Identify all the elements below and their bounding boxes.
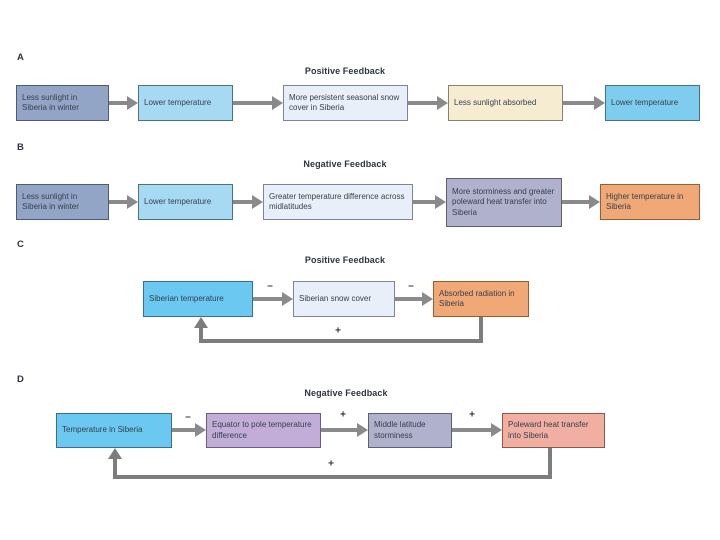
node-box: More persistent seasonal snow cover in S… bbox=[283, 85, 408, 121]
panel-title: Positive Feedback bbox=[304, 66, 386, 76]
loop-sign-label: + bbox=[328, 458, 334, 470]
node-box: Greater temperature difference across mi… bbox=[263, 184, 413, 220]
arrow-shaft bbox=[233, 200, 254, 204]
arrow-shaft bbox=[233, 101, 274, 105]
arrow-shaft bbox=[253, 297, 284, 301]
node-box: Lower temperature bbox=[138, 85, 233, 121]
node-box-label: Less sunlight in Siberia in winter bbox=[22, 92, 79, 112]
arrow-shaft bbox=[563, 101, 596, 105]
sign-label: – bbox=[185, 411, 191, 423]
node-box-label: Lower temperature bbox=[144, 196, 212, 206]
node-box-label: Siberian snow cover bbox=[299, 293, 372, 303]
loop-sign-label: + bbox=[335, 325, 341, 337]
node-box-label: Equator to pole temperature difference bbox=[212, 420, 312, 440]
loop-line-bottom bbox=[199, 339, 483, 343]
arrow-shaft bbox=[172, 428, 197, 432]
loop-arrow-head-icon bbox=[108, 448, 122, 459]
arrow-shaft bbox=[321, 428, 359, 432]
arrow-head-icon bbox=[422, 292, 433, 306]
sign-label: + bbox=[340, 409, 346, 421]
loop-line-bottom bbox=[113, 475, 552, 479]
loop-line-down bbox=[548, 448, 552, 479]
node-box-label: Less sunlight absorbed bbox=[454, 97, 537, 107]
arrow-head-icon bbox=[195, 423, 206, 437]
node-box: More storminess and greater poleward hea… bbox=[446, 178, 562, 227]
sign-label: – bbox=[408, 280, 414, 292]
panel-title: Negative Feedback bbox=[303, 159, 387, 169]
arrow-head-icon bbox=[589, 195, 600, 209]
node-box-label: Less sunlight in Siberia in winter bbox=[22, 191, 79, 211]
loop-arrow-head-icon bbox=[194, 317, 208, 328]
node-box-label: Poleward heat transfer into Siberia bbox=[508, 420, 589, 440]
arrow-shaft bbox=[109, 200, 129, 204]
node-box: Equator to pole temperature difference bbox=[206, 413, 321, 448]
node-box-label: Middle latitude storminess bbox=[374, 420, 426, 440]
sign-label: + bbox=[469, 409, 475, 421]
node-box-label: Siberian temperature bbox=[149, 293, 224, 303]
arrow-shaft bbox=[452, 428, 493, 432]
node-box: Less sunlight in Siberia in winter bbox=[16, 85, 109, 121]
node-box-label: Lower temperature bbox=[144, 97, 212, 107]
arrow-shaft bbox=[408, 101, 439, 105]
arrow-head-icon bbox=[127, 195, 138, 209]
node-box: Middle latitude storminess bbox=[368, 413, 452, 448]
node-box-label: Higher temperature in Siberia bbox=[606, 191, 684, 211]
panel-letter: B bbox=[17, 142, 24, 153]
arrow-head-icon bbox=[435, 195, 446, 209]
node-box-label: Temperature in Siberia bbox=[62, 425, 143, 435]
node-box: Poleward heat transfer into Siberia bbox=[502, 413, 605, 448]
panel-title: Positive Feedback bbox=[304, 255, 386, 265]
arrow-shaft bbox=[413, 200, 437, 204]
loop-line-up bbox=[199, 327, 203, 341]
node-box: Siberian temperature bbox=[143, 281, 253, 317]
node-box: Siberian snow cover bbox=[293, 281, 395, 317]
panel-letter: A bbox=[17, 52, 24, 63]
node-box-label: More persistent seasonal snow cover in S… bbox=[289, 92, 400, 112]
node-box-label: Greater temperature difference across mi… bbox=[269, 191, 405, 211]
arrow-head-icon bbox=[272, 96, 283, 110]
panel-letter: D bbox=[17, 374, 24, 385]
node-box: Lower temperature bbox=[138, 184, 233, 220]
arrow-head-icon bbox=[252, 195, 263, 209]
loop-line-up bbox=[113, 458, 117, 477]
node-box: Higher temperature in Siberia bbox=[600, 184, 700, 220]
node-box: Less sunlight in Siberia in winter bbox=[16, 184, 109, 220]
panel-letter: C bbox=[17, 239, 24, 250]
node-box-label: Absorbed radiation in Siberia bbox=[439, 288, 515, 308]
node-box-label: More storminess and greater poleward hea… bbox=[452, 187, 555, 217]
panel-title: Negative Feedback bbox=[304, 388, 388, 398]
arrow-head-icon bbox=[357, 423, 368, 437]
arrow-head-icon bbox=[127, 96, 138, 110]
arrow-head-icon bbox=[437, 96, 448, 110]
arrow-shaft bbox=[109, 101, 129, 105]
arrow-head-icon bbox=[594, 96, 605, 110]
sign-label: – bbox=[267, 280, 273, 292]
arrow-head-icon bbox=[282, 292, 293, 306]
arrow-head-icon bbox=[491, 423, 502, 437]
node-box: Temperature in Siberia bbox=[56, 413, 172, 448]
node-box: Less sunlight absorbed bbox=[448, 85, 563, 121]
node-box: Absorbed radiation in Siberia bbox=[433, 281, 529, 317]
loop-line-down bbox=[479, 317, 483, 343]
arrow-shaft bbox=[562, 200, 591, 204]
node-box: Lower temperature bbox=[605, 85, 700, 121]
node-box-label: Lower temperature bbox=[611, 97, 679, 107]
arrow-shaft bbox=[395, 297, 424, 301]
